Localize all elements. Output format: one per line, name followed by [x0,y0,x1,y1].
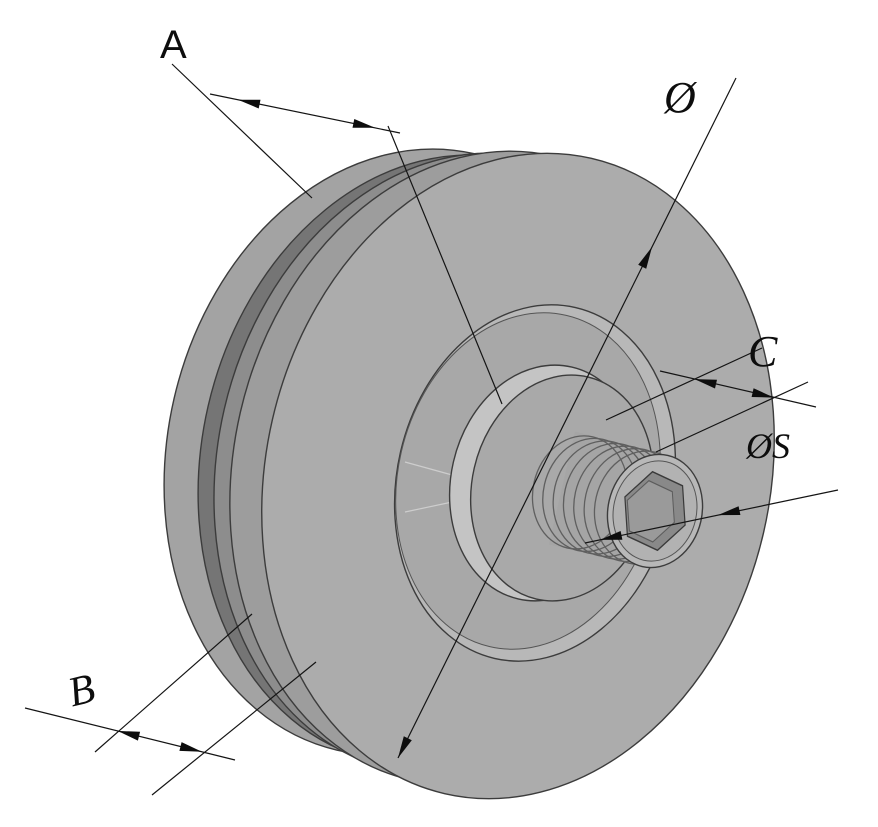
dim-b-arrow-left [117,730,141,741]
dimension-thread: ØS [584,426,839,544]
dim-thread-label: ØS [745,426,790,466]
dim-b-extension-line-1 [94,613,253,753]
dim-b-arrow-right [179,742,202,752]
dim-c-extension-line-1 [605,347,763,421]
dim-thread-arrow-outer [718,506,741,516]
dim-c-extension-line-2 [655,381,809,453]
dim-a-arrow-right [352,119,375,128]
dim-diameter-arrow-top [638,247,652,269]
dim-c-dimension-line [659,370,817,408]
dim-a-leader-line [171,63,313,199]
dim-diameter-label: Ø [663,73,698,122]
dimension-a: A [160,23,503,405]
dim-a-label: A [160,23,187,67]
hex-socket [624,470,686,552]
dim-thread-leader-line [584,489,839,544]
dimension-c: C [605,327,817,453]
dim-b-extension-line-2 [151,661,317,796]
dim-thread-arrow-inner [600,531,623,540]
dim-c-label: C [748,327,778,376]
dim-c-arrow-right [751,388,774,398]
dim-c-arrow-left [694,379,717,389]
dim-a-arrow-left [238,99,261,109]
dim-a-extension-line [387,125,503,405]
dim-diameter-arrow-bottom [398,736,412,758]
dim-diameter-line [397,77,737,759]
dimension-diameter: Ø [397,73,737,759]
